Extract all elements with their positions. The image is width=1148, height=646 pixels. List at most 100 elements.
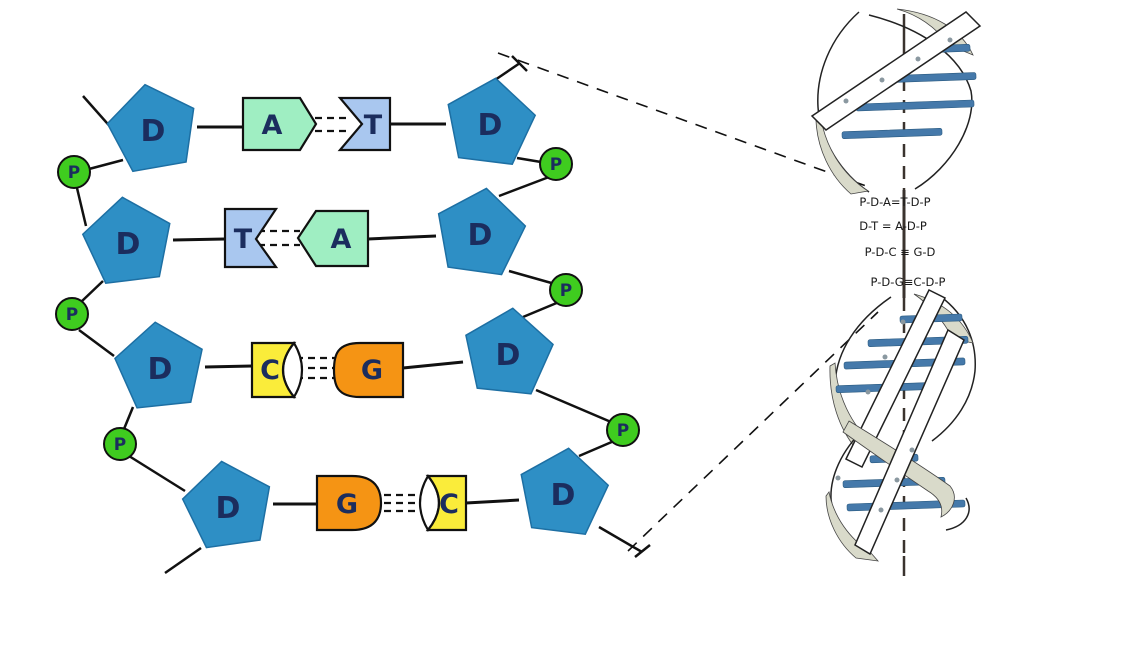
base-guanine-shape [315,474,383,532]
sugar-pentagon [106,83,195,173]
phosphate-label: P [114,435,126,455]
base-label-adenine: A [262,110,283,141]
sugar-pentagon [520,447,610,536]
backbone-line [122,406,135,430]
zoom-connector-lines [497,52,879,552]
ribbon-dot [878,507,884,513]
inset-row: P-D-G≡C-D-P [871,275,946,289]
bond-line [402,360,464,370]
base-label-cytosine: C [260,355,280,386]
bond-line [172,237,226,242]
sugar-pentagon [437,187,527,276]
backbone-line [535,388,612,424]
base-adenine-shape [241,96,318,152]
base-thymine-shape [337,96,392,152]
backbone-line [78,328,115,358]
sugar-label: D [141,114,166,149]
base-label-adenine: A [331,224,352,255]
bond-line [204,364,253,369]
connector-dashed-line-bottom [627,311,879,552]
bases [223,96,468,532]
ribbon-dot [947,37,953,43]
base-label-cytosine: C [439,489,459,520]
sugar-pentagon [114,321,203,409]
ribbon-dot [879,77,885,83]
phosphate-circle [55,297,89,331]
base-cytosine-shape [425,474,468,532]
glycosidic-bonds [172,122,520,506]
ribbon-dot [915,56,921,62]
phosphate-circle [57,155,91,189]
rung [841,128,943,139]
backbone-line [508,269,556,286]
phosphate-circles [55,147,640,461]
sugar-pentagon [81,196,171,285]
helix-top-unit [810,8,982,195]
back-ribbon-patches [825,491,880,562]
backbone-line [75,187,88,227]
sugar-pentagon [447,77,537,166]
base-guanine-shape [332,341,405,399]
sugar-pentagon [465,307,554,395]
phosphate-circle [103,427,137,461]
sugar-label: D [496,338,521,373]
base-adenine-shape [296,209,370,268]
sugar-pentagons [81,77,610,549]
backbone-line [88,158,124,171]
inset-row: P-D-A=T-D-P [859,195,930,209]
labels-layer: D D D D D D D D P P P P P P A T T A C G … [66,108,629,526]
tick-mark [511,55,528,72]
base-cytosine-shape [250,341,297,399]
backbone-line [522,300,560,319]
ribbon-dot [894,477,900,483]
inset-row: D-T = A-D-P [859,219,927,233]
backbone-line [498,175,550,198]
phosphate-circle [549,273,583,307]
backbone-line [578,439,615,458]
phosphate-label: P [560,281,572,301]
ribbon-dot [909,447,915,453]
sugar-label: D [216,491,241,526]
backbone-line [598,525,643,554]
phosphate-label: P [66,305,78,325]
backbone-line [128,454,186,493]
front-ribbon-band [854,328,965,556]
ribbon-dot [843,98,849,104]
sugar-pentagon [181,460,271,549]
ribbon-end-curl [945,497,970,531]
phosphate-circle [539,147,573,181]
backbone-line [516,156,542,164]
rung [855,99,975,112]
base-pair-rungs [841,44,977,139]
ribbon-dot [835,475,841,481]
connector-dashed-line-top [497,52,867,187]
backbone-lines [75,55,651,575]
ribbon-dots [843,37,953,104]
tick-mark [634,544,651,558]
ribbon-dots [835,319,915,513]
helix-bottom-unit [825,288,970,562]
bond-line [465,498,520,505]
sugar-label: D [478,108,503,143]
backbone-line [164,546,202,575]
sugar-label: D [468,218,493,253]
base-thymine-shape [223,207,279,269]
phosphate-circle [606,413,640,447]
back-ribbon-tail [825,491,880,562]
phosphate-label: P [617,421,629,441]
sugar-label: D [148,352,173,387]
base-label-guanine: G [336,489,358,520]
phosphate-label: P [550,155,562,175]
sugar-label: D [116,227,141,262]
ribbon-dot [900,319,906,325]
sugar-label: D [551,478,576,513]
ribbon-outline [868,14,973,190]
front-ribbon-band [810,11,982,131]
bond-line [367,234,437,241]
hydrogen-bonds [258,116,426,513]
helix-inset-text: P-D-A=T-D-P D-T = A-D-P P-D-C ≡ G-D P-D-… [859,195,945,289]
ribbon-dot [865,389,871,395]
base-label-thymine: T [364,110,383,141]
